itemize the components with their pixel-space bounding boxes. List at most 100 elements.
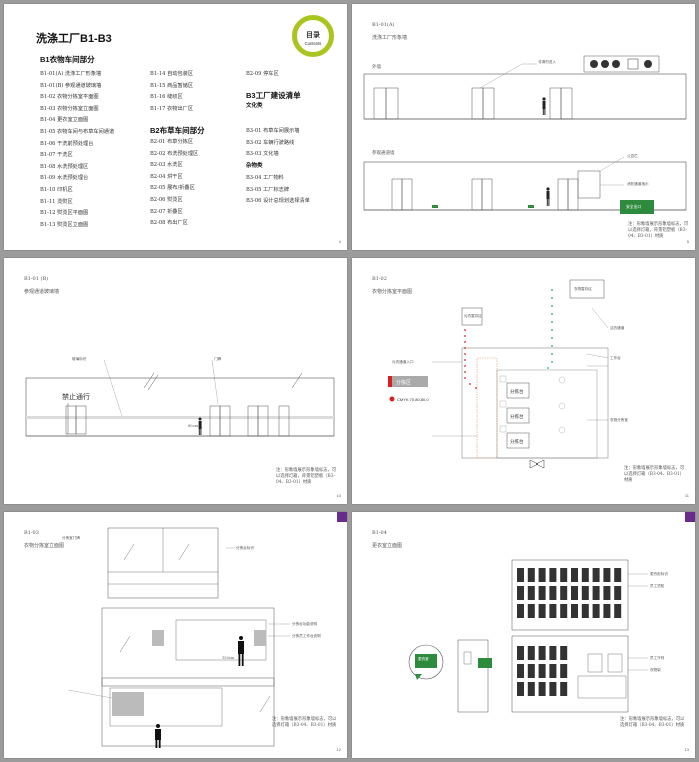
toc-item[interactable]: B3-01 布草车间展示墙 <box>246 128 300 134</box>
sorting-plan-page: B1-02 衣物分拣室平面图 <box>352 258 695 504</box>
section-b3: B3工厂建设清单 <box>246 91 301 100</box>
elevation-drawing <box>25 359 335 437</box>
toc-item[interactable]: B1-16 缝纫区 <box>150 94 183 101</box>
callout-clothes-rack: 衣物架 <box>650 668 661 672</box>
toc-item[interactable]: B1-09 水洗预处理台 <box>40 175 89 182</box>
wall-text: 禁止通行 <box>62 393 90 401</box>
toc-item[interactable]: B3-06 设计总规划选择清单 <box>246 198 310 205</box>
toc-item[interactable]: B2-05 展布/折叠区 <box>150 185 195 192</box>
locker-door <box>614 568 622 582</box>
wall-label-outer: 外墙 <box>372 65 381 70</box>
toc-item[interactable]: B1-06 干洗前预处理台 <box>40 140 94 147</box>
locker-door <box>560 586 568 600</box>
locker-door <box>560 604 568 618</box>
toc-item[interactable]: B3-03 文化墙 <box>246 151 279 158</box>
section-misc: 杂物类 <box>246 163 263 169</box>
locker-door <box>517 568 524 582</box>
toc-item[interactable]: B2-01 布草分拣区 <box>150 139 194 145</box>
callout-notice: 公告栏 <box>627 154 638 158</box>
page-title: 更衣室立面图 <box>372 543 403 549</box>
callout-glass: 玻璃标识 <box>72 357 87 361</box>
toc-item[interactable]: B3-02 车辆行驶路线 <box>246 139 295 146</box>
toc-item[interactable]: B2-02 布洗预处理区 <box>150 150 199 157</box>
locker-door <box>560 664 568 678</box>
locker-door <box>517 586 524 600</box>
locker-room-page: B1-04 更衣室立面图 更衣室 更衣柜标识 员工须知 员工守则 衣物架 注：形… <box>352 512 695 758</box>
toc-item[interactable]: B1-17 衣物出厂区 <box>150 105 194 112</box>
locker-door <box>538 586 546 600</box>
page-title: 参观通道玻璃墙 <box>24 289 60 295</box>
toc-title: 洗涤工厂B1-B3 <box>36 33 112 45</box>
toc-item[interactable]: B1-12 熨烫区平面图 <box>40 210 89 217</box>
toc-item[interactable]: B1-07 干洗区 <box>40 152 73 159</box>
locker-door <box>603 568 611 582</box>
toc-item[interactable]: B2-03 水洗区 <box>150 162 183 169</box>
page-note: 注：形象墙展示形象墙标志，可以选择灯箱，背景铝塑板（B3-04、B3-01）材质 <box>276 468 337 485</box>
toc-item[interactable]: B1-05 衣物车间与布草车间通道 <box>40 129 115 135</box>
section-tab <box>685 512 695 522</box>
toc-item[interactable]: B1-03 衣物分拣室立面图 <box>40 105 99 112</box>
callout-staff-notice: 员工须知 <box>650 584 665 588</box>
page-note: 注：形象墙展示形象墙标志，可以选择灯箱（B3-04、B3-01）材质 <box>620 717 685 728</box>
locker-door <box>549 664 557 678</box>
toc-item[interactable]: B1-11 烫熨区 <box>40 198 73 205</box>
callout-fire-exit: 消防通道指示 <box>627 182 649 186</box>
locker-door <box>538 664 546 678</box>
locker-door <box>527 586 535 600</box>
callout-door-sign: 分拣室门牌 <box>62 536 80 540</box>
legend-label: 分拣区 <box>396 380 412 386</box>
callout-workbench: 工作台 <box>610 356 621 360</box>
toc-item[interactable]: B2-08 布出厂区 <box>150 220 188 227</box>
toc-item[interactable]: B2-06 熨烫区 <box>150 197 183 203</box>
exit-sign: 安全出口 <box>626 204 642 209</box>
locker-door <box>592 586 600 600</box>
locker-door <box>571 604 578 618</box>
locker-door <box>517 682 524 696</box>
page-number: 11 <box>684 493 689 498</box>
sorting-table-2: 分拣台 <box>510 415 524 420</box>
page-code: B1-04 <box>372 530 387 536</box>
section-b1: B1衣物车间部分 <box>40 55 95 64</box>
locker-door <box>538 646 546 660</box>
page-note: 注：形象墙展示形象墙标志，可以选择灯箱（B3-04、B3-01）材质 <box>272 717 337 728</box>
page-number: 5 <box>686 239 689 244</box>
toc-item[interactable]: B2-09 停车区 <box>246 71 279 77</box>
locker-door <box>571 586 578 600</box>
locker-door <box>527 604 535 618</box>
locker-door <box>549 568 557 582</box>
toc-item[interactable]: B3-05 工厂标志牌 <box>246 186 290 193</box>
locker-door <box>527 682 535 696</box>
toc-item[interactable]: B1-14 自动包装区 <box>150 71 194 77</box>
wall-label-corridor: 参观通道墙 <box>372 151 395 156</box>
callout-clean-passage: 洁衣通道 <box>610 326 625 330</box>
height-mark: 150cm <box>222 656 235 660</box>
toc-item[interactable]: B1-02 衣物分拣室平面图 <box>40 94 99 101</box>
locker-door <box>560 568 568 582</box>
box-clean-storage: 衣物暂存区 <box>574 287 592 291</box>
toc-item[interactable]: B2-07 折叠区 <box>150 208 183 215</box>
locker-door <box>527 646 535 660</box>
toc-item[interactable]: B1-04 更衣室立面图 <box>40 117 89 124</box>
page-title: 洗涤工厂形象墙 <box>372 35 408 41</box>
locker-door <box>581 568 589 582</box>
toc-item[interactable]: B1-15 商品暂储区 <box>150 82 194 89</box>
toc-item[interactable]: B1-01(A) 洗涤工厂形象墙 <box>40 71 102 77</box>
toc-item[interactable]: B1-10 印机区 <box>40 187 73 193</box>
page-number: 10 <box>336 493 341 498</box>
locker-door <box>614 586 622 600</box>
section-b2: B2布草车间部分 <box>150 126 205 135</box>
toc-item[interactable]: B1-13 熨烫区立面图 <box>40 221 89 228</box>
sorting-table-3: 分拣台 <box>510 440 524 445</box>
toc-item[interactable]: B3-04 工厂物料 <box>246 175 284 181</box>
height-mark: 80cm <box>188 424 198 428</box>
toc-item[interactable]: B2-04 烘干区 <box>150 173 183 180</box>
locker-door <box>581 604 589 618</box>
callout-worker-desk: 分拣员工作台说明 <box>292 634 321 638</box>
toc-item[interactable]: B1-08 水洗预处理区 <box>40 163 89 170</box>
toc-item[interactable]: B1-01(B) 参观通道玻璃墙 <box>40 82 102 89</box>
locker-sign: 更衣室 <box>418 657 429 661</box>
locker-door <box>603 586 611 600</box>
page-note: 注：形象墙展示形象墙标志，可以选择灯箱，背景铝塑板（B3-04、B3-01）材质 <box>628 222 689 239</box>
page-number: 4 <box>338 239 341 244</box>
callout-no-entry: 非请勿进入 <box>538 60 556 64</box>
